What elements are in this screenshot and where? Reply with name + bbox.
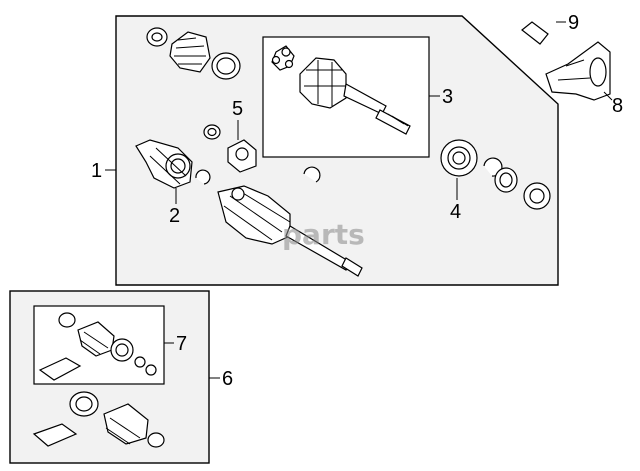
watermark: parts (282, 218, 365, 251)
callout-3: 3 (442, 86, 453, 108)
callout-4: 4 (450, 201, 461, 223)
leader-lines (105, 21, 613, 379)
boot-kit-group (38, 312, 157, 381)
inner-joint-group (271, 45, 411, 135)
callout-8: 8 (612, 95, 623, 117)
bearing-group (440, 139, 551, 210)
outer-boot-group (146, 27, 241, 80)
callout-5: 5 (232, 98, 243, 120)
callout-7: 7 (176, 333, 187, 355)
knuckle-group (521, 21, 611, 101)
kit-lower-group (32, 391, 165, 448)
callout-9: 9 (568, 12, 579, 34)
callout-2: 2 (169, 205, 180, 227)
callout-1: 1 (91, 160, 102, 182)
axle-shaft-group (135, 124, 363, 277)
callout-6: 6 (222, 368, 233, 390)
